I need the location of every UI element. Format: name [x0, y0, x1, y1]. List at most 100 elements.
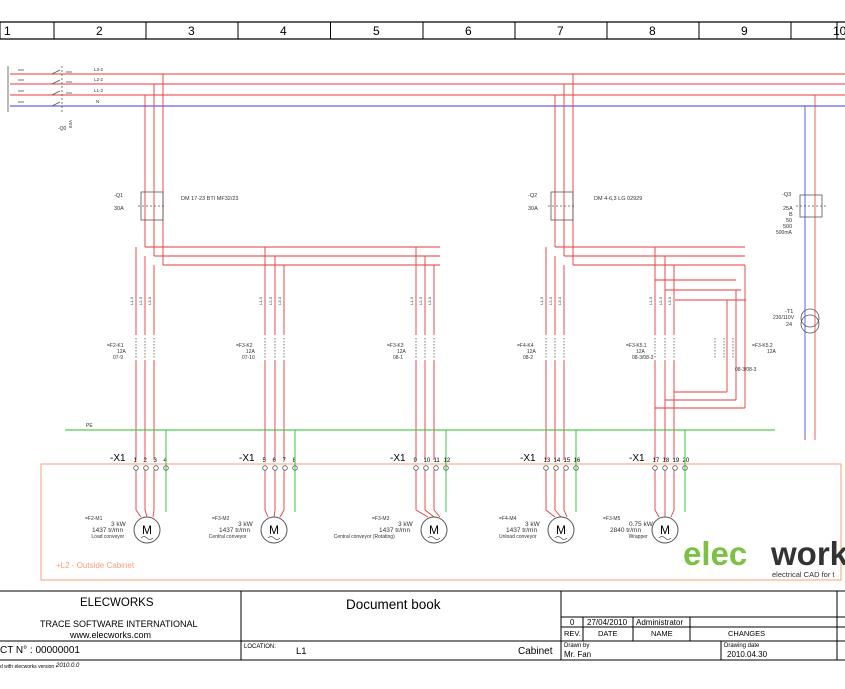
- q2-rating: 30A: [528, 206, 538, 212]
- ruler-col-9: 9: [741, 24, 748, 38]
- motor-ref: =F3-M5: [603, 516, 621, 522]
- terminal-number: 14: [554, 458, 561, 464]
- terminal-number: 16: [574, 458, 581, 464]
- power-wiring: [135, 74, 746, 510]
- cabinet-label: Cabinet: [518, 646, 553, 657]
- q1-rating: 30A: [114, 206, 124, 212]
- motor-ref: =F2-M1: [85, 516, 103, 522]
- contactor-rating: 12A: [246, 349, 256, 355]
- wire-tag: L3-3: [427, 296, 432, 305]
- motor-protector-q1: [138, 191, 166, 221]
- terminal-strip-label: -X1: [520, 453, 536, 464]
- terminal-number: 7: [283, 458, 287, 464]
- logo-right: work: [770, 535, 845, 572]
- terminal-number: 1: [134, 458, 138, 464]
- line-label-l1: L1-2: [94, 88, 104, 93]
- motor-lead: [264, 509, 269, 518]
- main-breaker-label: -Q0: [58, 126, 67, 132]
- q1-ref: -Q1: [114, 193, 123, 199]
- terminal-number: 9: [414, 458, 418, 464]
- q1-model: DM 17-23 BTI MF32/23: [181, 196, 238, 202]
- motor-power: 3 kW: [525, 521, 541, 528]
- t1-ratio: 230/110V: [773, 315, 795, 321]
- terminal-number: 12: [444, 458, 451, 464]
- motor-lead: [424, 509, 435, 518]
- motor-name: Unload conveyor: [499, 534, 537, 540]
- wire-tag: L1-3: [409, 296, 414, 305]
- breaker-q3: [796, 95, 826, 440]
- terminal-15: [563, 465, 569, 471]
- motor-power: 0.75 kW: [629, 521, 654, 528]
- wire-tag: L1-3: [258, 296, 263, 305]
- terminal-number: 18: [663, 458, 670, 464]
- wire-tag: L2-3: [418, 296, 423, 305]
- q2-model: DM 4-6,3 LG 02929: [594, 196, 642, 202]
- contactor-ref: =F3-K5.1: [626, 343, 647, 349]
- contactor-rating: 12A: [527, 349, 537, 355]
- motor-power: 3 kW: [398, 521, 414, 528]
- motor-power: 3 kW: [238, 521, 254, 528]
- q3-v1: B: [789, 212, 793, 218]
- motor-speed: 1437 tr/mn: [379, 527, 410, 534]
- contactor-code: 07-9: [113, 355, 123, 361]
- terminal-6: [272, 465, 278, 471]
- contactor-code: 08-3/08-3: [632, 355, 654, 361]
- wire-tag: L2-3: [658, 296, 663, 305]
- wire-tag: L1-3: [539, 296, 544, 305]
- terminal-17: [652, 465, 658, 471]
- contactor-code: 08-2: [523, 355, 533, 361]
- motor-symbol: [133, 516, 161, 544]
- company-name: ELECWORKS: [80, 597, 154, 609]
- wire-tag: L2-3: [268, 296, 273, 305]
- terminal-number: 11: [434, 458, 441, 464]
- contactor-ref: =F3-K5.2: [752, 343, 773, 349]
- wire-tag: L2-3: [548, 296, 553, 305]
- terminal-strip-label: -X1: [390, 453, 406, 464]
- q3-v4: 500mA: [776, 230, 793, 236]
- terminal-number: 3: [154, 458, 158, 464]
- logo-left: elec: [683, 535, 747, 572]
- motor-ref: =F3-M3: [372, 516, 390, 522]
- contactor-code: 08-1: [393, 355, 403, 361]
- motor-speed: 1437 tr/mn: [92, 527, 123, 534]
- revision-date: 27/04/2010: [587, 618, 628, 627]
- terminal-number: 13: [544, 458, 551, 464]
- terminal-number: 8: [293, 458, 297, 464]
- terminal-13: [543, 465, 549, 471]
- motor-lead: [670, 509, 675, 518]
- document-title: Document book: [346, 597, 441, 612]
- terminal-2: [143, 465, 149, 471]
- terminal-10: [423, 465, 429, 471]
- wire-tag: L3-3: [667, 296, 672, 305]
- terminal-3: [153, 465, 159, 471]
- elecworks-logo: elec work electrical CAD for t: [683, 535, 845, 579]
- logo-tagline: electrical CAD for t: [772, 570, 835, 579]
- terminal-number: 19: [673, 458, 680, 464]
- motor-ref: =F4-M4: [499, 516, 517, 522]
- line-label-n: N: [96, 99, 99, 104]
- main-supply-lines: L3-2 L2-2 L1-2 N: [10, 67, 845, 107]
- footer-version-value: 2010.0.0: [56, 663, 80, 669]
- drawing-date-label: Drawing date: [724, 643, 760, 649]
- company-sub: TRACE SOFTWARE INTERNATIONAL: [40, 619, 198, 629]
- motor-symbol: [260, 516, 288, 544]
- q3-v3: 500: [783, 224, 792, 230]
- contactor-code: 07-10: [242, 355, 255, 361]
- motor-lead: [545, 509, 556, 518]
- drawing-date-value: 2010.04.30: [727, 650, 768, 659]
- t1-ref: -T1: [785, 309, 793, 315]
- motor-name: Central conveyor (Rotating): [334, 534, 395, 540]
- motor-letter: M: [556, 523, 566, 537]
- motor-lead: [144, 509, 148, 518]
- terminal-7: [282, 465, 288, 471]
- motor-name: Load conveyor: [91, 534, 124, 540]
- ruler-col-4: 4: [280, 24, 287, 38]
- pe-label: PE: [86, 423, 93, 429]
